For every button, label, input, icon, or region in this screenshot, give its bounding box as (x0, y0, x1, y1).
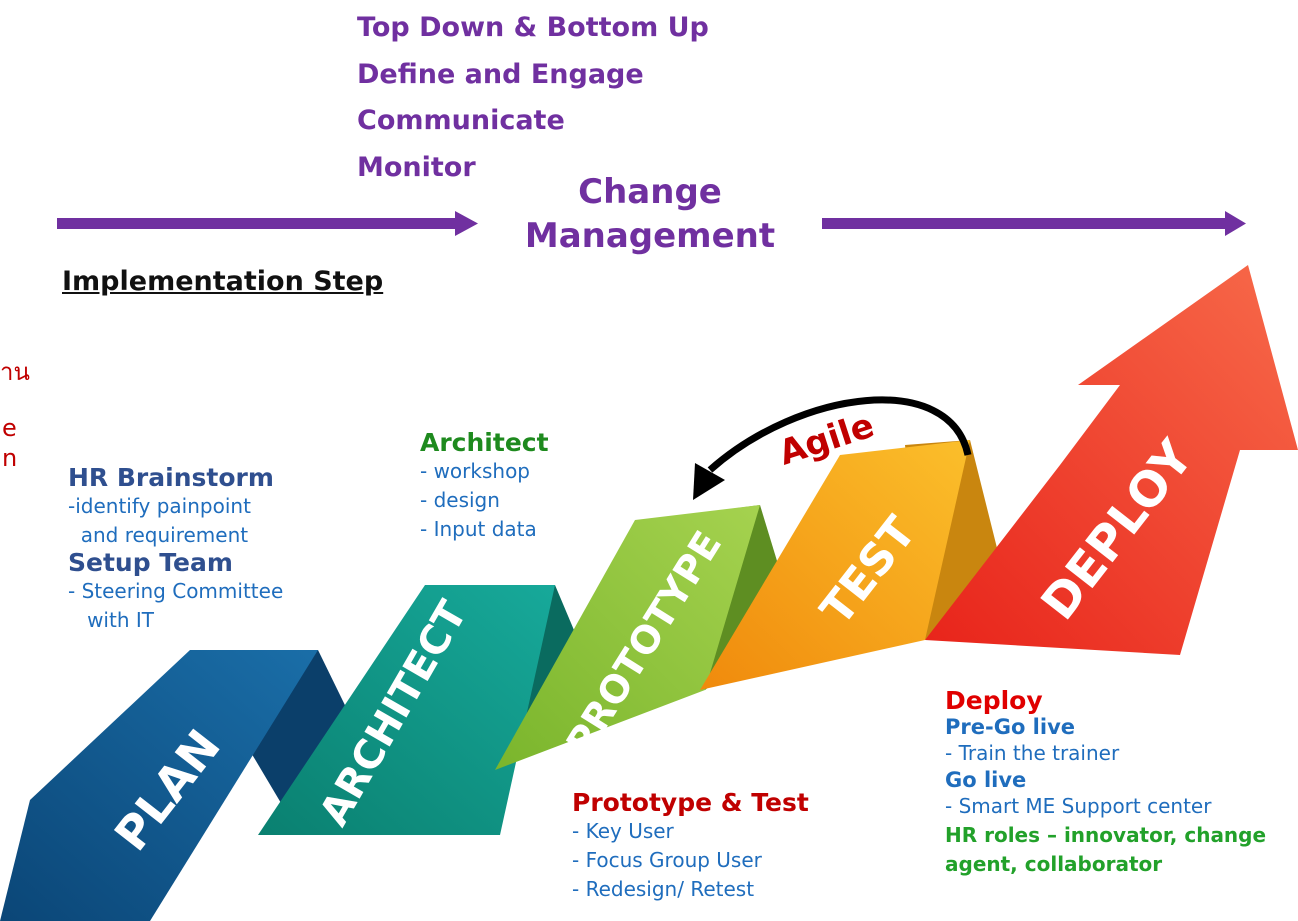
cm-item-4: Monitor (357, 152, 476, 183)
setup-team-heading: Setup Team (68, 548, 233, 577)
hr-line-4: with IT (68, 608, 154, 632)
prototype-test-item-3: - Redesign/ Retest (572, 877, 755, 901)
hr-line-1: -identify painpoint (68, 494, 251, 518)
change-management-title: Change Management (490, 170, 810, 258)
side-fragment-2: e (2, 414, 17, 442)
implementation-step-heading: Implementation Step (62, 266, 384, 297)
prototype-step (495, 505, 760, 770)
architect-item-2: - design (420, 488, 500, 512)
prototype-test-item-1: - Key User (572, 819, 674, 843)
hr-line-2: and requirement (68, 523, 249, 547)
prototype-test-item-2: - Focus Group User (572, 848, 762, 872)
architect-item-1: - workshop (420, 459, 530, 483)
side-fragment-1: าน (0, 358, 30, 386)
go-live-item: - Smart ME Support center (945, 794, 1212, 818)
side-fragment-3: n (2, 444, 18, 472)
right-purple-arrow (822, 211, 1246, 236)
cm-title-line1: Change (578, 172, 722, 212)
prototype-test-heading: Prototype & Test (572, 788, 809, 817)
cm-item-1: Top Down & Bottom Up (357, 12, 709, 43)
left-purple-arrow (57, 211, 478, 236)
architect-block: Architect - workshop - design - Input da… (420, 428, 549, 544)
hr-line-3: - Steering Committee (68, 579, 284, 603)
test-step (700, 440, 970, 690)
prototype-test-block: Prototype & Test - Key User - Focus Grou… (572, 788, 809, 904)
architect-item-3: - Input data (420, 517, 537, 541)
deploy-heading: Deploy (945, 686, 1043, 715)
agile-arrowhead (693, 463, 725, 500)
cm-item-3: Communicate (357, 105, 565, 136)
hr-roles-line-2: agent, collaborator (945, 852, 1163, 876)
architect-step (258, 585, 555, 835)
deploy-block: Deploy Pre-Go live - Train the trainer G… (945, 686, 1266, 879)
go-live-heading: Go live (945, 768, 1027, 792)
pre-go-live-heading: Pre-Go live (945, 715, 1076, 739)
hr-block: HR Brainstorm -identify painpoint and re… (68, 463, 283, 635)
deploy-arrow (925, 265, 1298, 655)
agile-loop-arrow (707, 396, 972, 473)
hr-roles-line-1: HR roles – innovator, change (945, 823, 1267, 847)
cm-item-2: Define and Engage (357, 59, 644, 90)
cm-title-line2: Management (524, 216, 776, 256)
pre-go-live-item: - Train the trainer (945, 741, 1120, 765)
hr-brainstorm-heading: HR Brainstorm (68, 463, 274, 492)
architect-heading: Architect (420, 428, 549, 457)
plan-step (0, 650, 318, 921)
